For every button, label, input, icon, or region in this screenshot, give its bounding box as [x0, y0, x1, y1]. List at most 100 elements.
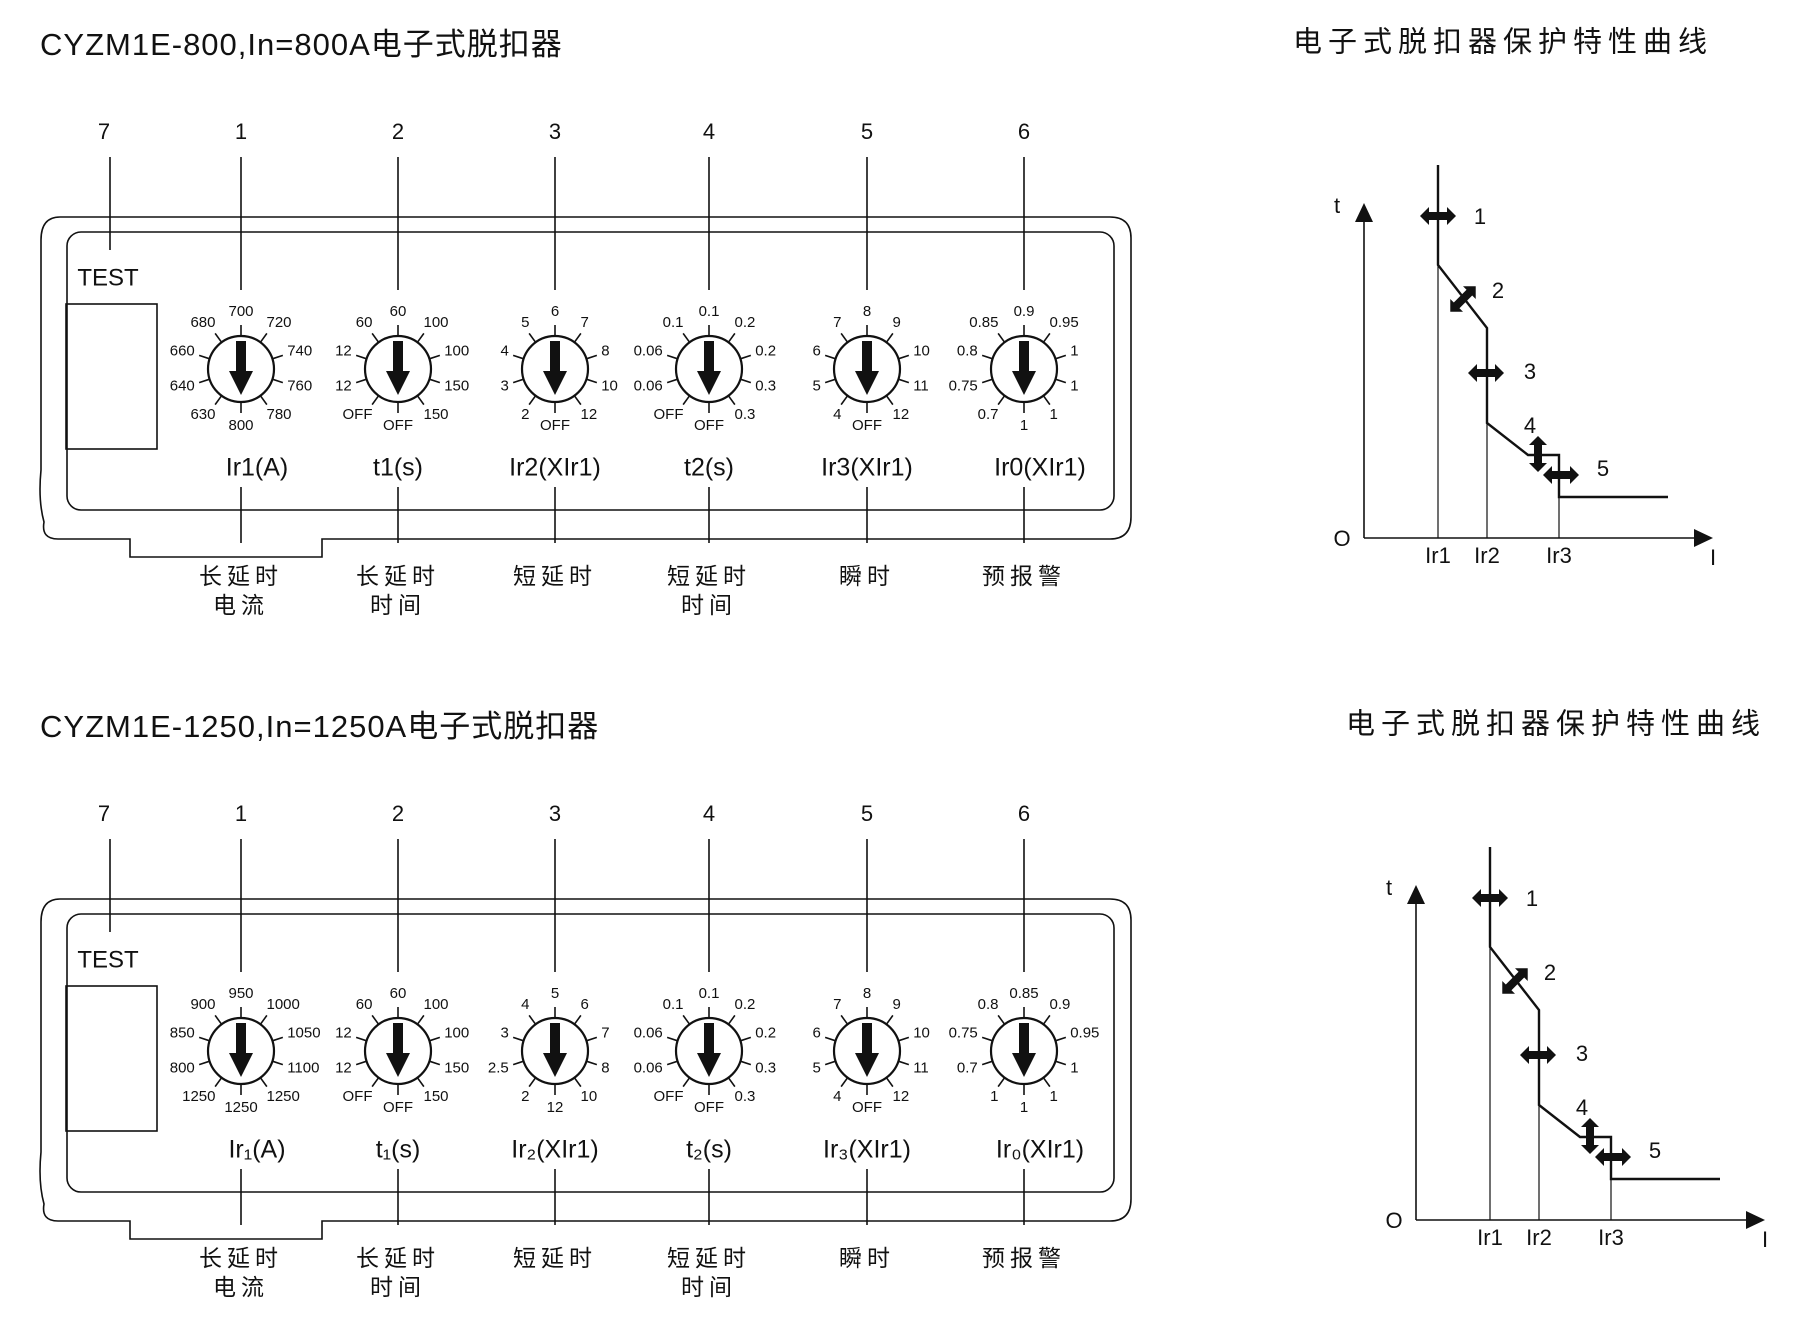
function-description: 短延时 — [667, 563, 751, 589]
dial-tick — [682, 1014, 691, 1025]
function-description: 电流 — [213, 592, 269, 618]
curve-marker-label: 3 — [1524, 359, 1536, 384]
origin-label: O — [1333, 526, 1350, 551]
curve-marker-label: 5 — [1649, 1138, 1661, 1163]
panel-inner-frame — [66, 913, 1115, 1193]
dial-setting-label: 7 — [581, 314, 589, 331]
dial-tick — [898, 354, 910, 360]
test-button[interactable] — [65, 303, 158, 450]
dial-setting-label: 12 — [547, 1099, 564, 1116]
dial-4[interactable]: 40.10.20.20.30.3OFFOFF0.060.060.1t2(s)短延… — [634, 119, 776, 618]
dial-tick — [1042, 332, 1051, 343]
arrow-down-icon — [1012, 1023, 1036, 1077]
dial-setting-label: 12 — [335, 1060, 352, 1077]
function-description: 短延时 — [513, 563, 597, 589]
curve-marker-label: 4 — [1524, 413, 1536, 438]
dial-setting-label: OFF — [383, 417, 413, 434]
dial-tick — [429, 1060, 441, 1066]
callout-number: 5 — [861, 801, 873, 826]
dial-tick — [1055, 1036, 1067, 1042]
t-axis-label: t — [1386, 875, 1392, 900]
arrow-down-icon — [229, 341, 253, 395]
dial-setting-label: 850 — [170, 1024, 195, 1041]
dial-tick — [573, 1077, 582, 1088]
adjust-arrow-icon — [1420, 207, 1456, 225]
dial-setting-label: 0.75 — [949, 378, 978, 395]
arrow-down-icon — [543, 341, 567, 395]
dial-tick — [512, 1060, 524, 1066]
dial-setting-label: 0.1 — [663, 314, 684, 331]
dial-setting-label: 0.1 — [699, 985, 720, 1002]
dial-tick — [259, 332, 268, 343]
dial-setting-label: 1 — [1050, 1088, 1058, 1105]
callout-number: 4 — [703, 119, 715, 144]
origin-label: O — [1385, 1208, 1402, 1233]
dial-setting-label: 4 — [521, 996, 529, 1013]
dial-setting-label: 0.2 — [735, 996, 756, 1013]
dial-setting-label: 4 — [833, 1088, 841, 1105]
dial-setting-label: 2 — [521, 406, 529, 423]
dial-tick — [981, 378, 993, 384]
dial-1[interactable]: 1950100010501100125012501250800850900Ir₁… — [170, 801, 321, 1300]
dial-tick — [898, 378, 910, 384]
dial-setting-label: 0.2 — [735, 314, 756, 331]
dial-setting-label: 12 — [893, 1088, 910, 1105]
dial-setting-label: 1000 — [267, 996, 300, 1013]
dial-setting-label: 12 — [335, 1024, 352, 1041]
arrow-down-icon — [386, 341, 410, 395]
dial-setting-label: 0.8 — [978, 996, 999, 1013]
dial-tick — [259, 1014, 268, 1025]
dial-setting-label: 9 — [893, 314, 901, 331]
dial-setting-label: 780 — [267, 406, 292, 423]
dial-setting-label: 640 — [170, 378, 195, 395]
dial-tick — [355, 1036, 367, 1042]
adjust-arrow-icon — [1450, 286, 1476, 312]
dial-setting-label: 5 — [551, 985, 559, 1002]
dial-tick — [727, 395, 736, 406]
dial-setting-label: 5 — [521, 314, 529, 331]
dial-setting-label: 3 — [500, 378, 508, 395]
dial-setting-label: 150 — [444, 1060, 469, 1077]
dial-setting-label: 0.06 — [634, 1024, 663, 1041]
dial-setting-label: 0.1 — [699, 303, 720, 320]
test-button[interactable] — [65, 985, 158, 1132]
dial-caption: t₂(s) — [686, 1136, 732, 1164]
dial-setting-label: 7 — [601, 1024, 609, 1041]
dial-4[interactable]: 40.10.20.20.30.3OFFOFF0.060.060.1t₂(s)短延… — [634, 801, 776, 1300]
dial-setting-label: 100 — [424, 996, 449, 1013]
dial-setting-label: 150 — [424, 1088, 449, 1105]
dial-1[interactable]: 1700720740760780800630640660680Ir1(A)长延时… — [170, 119, 312, 618]
dial-setting-label: 10 — [581, 1088, 598, 1105]
function-description: 瞬时 — [839, 563, 895, 589]
axis-arrow-icon — [1746, 1211, 1765, 1229]
dial-setting-label: 1 — [1070, 1060, 1078, 1077]
dial-tick — [682, 395, 691, 406]
dial-setting-label: 7 — [833, 996, 841, 1013]
trip-curve — [1436, 165, 1668, 499]
dial-setting-label: 1100 — [287, 1060, 319, 1077]
dial-tick — [429, 354, 441, 360]
panel-inner-frame — [66, 231, 1115, 511]
callout-number: 2 — [392, 801, 404, 826]
curve-marker-label: 4 — [1576, 1095, 1588, 1120]
dial-setting-label: 680 — [190, 314, 215, 331]
dial-tick — [727, 332, 736, 343]
dial-tick — [1055, 354, 1067, 360]
dial-setting-label: 12 — [335, 378, 352, 395]
section-title: CYZM1E-800,In=800A电子式脱扣器 — [40, 27, 563, 62]
test-label: TEST — [77, 946, 139, 973]
panel-outline — [39, 898, 1132, 1240]
arrow-down-icon — [543, 1023, 567, 1077]
dial-setting-label: 0.75 — [949, 1024, 978, 1041]
arrow-down-icon — [1012, 341, 1036, 395]
dial-setting-label: 0.06 — [634, 1060, 663, 1077]
dial-tick — [272, 1036, 284, 1042]
